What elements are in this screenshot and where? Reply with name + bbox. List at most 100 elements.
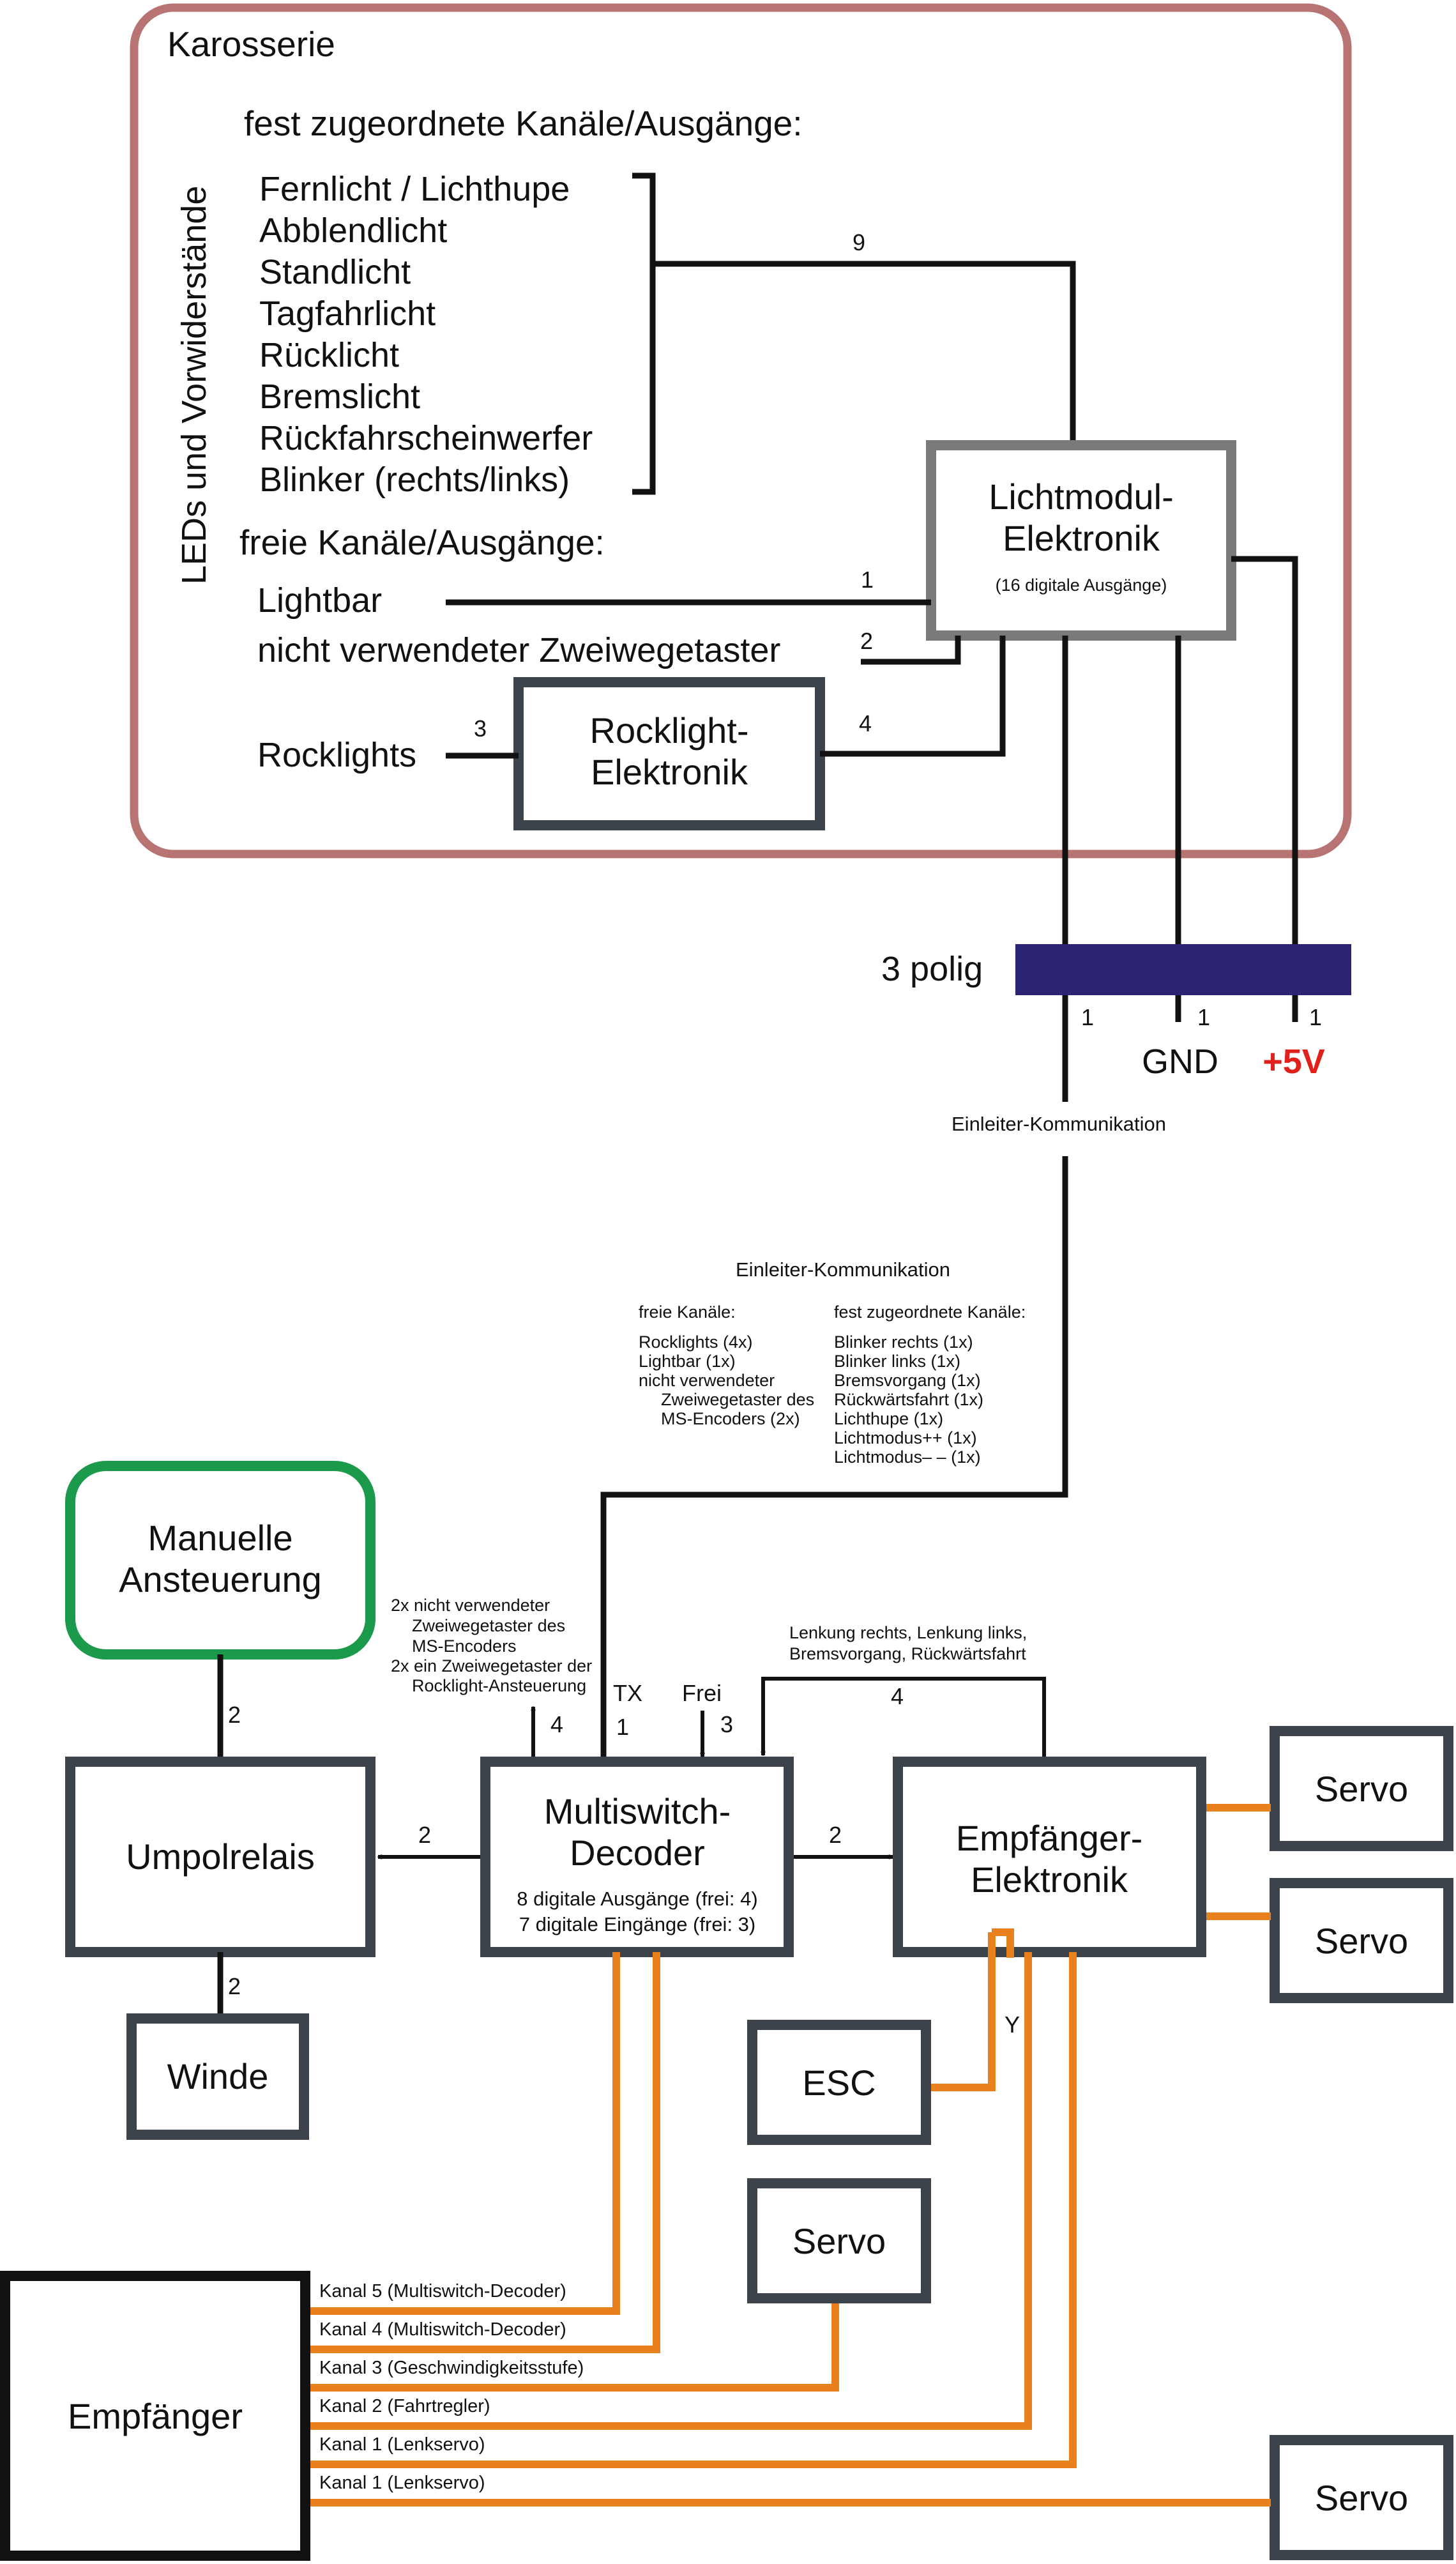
taster-count: 2 [860, 628, 873, 654]
einleiter-fixed-line: Blinker links (1x) [834, 1352, 960, 1371]
decoder-box [480, 1757, 794, 1957]
kanal2-wire [310, 1952, 1032, 2430]
decoder-out-note: MS-Encoders [412, 1637, 517, 1656]
plus5v-label: +5V [1263, 1042, 1325, 1081]
decoder-out-note: Zweiwegetaster des [412, 1616, 565, 1635]
kanal3-wire [310, 2303, 839, 2392]
decoder-out-note: 2x nicht verwendeter [391, 1596, 550, 1615]
einleiter-free-heading: freie Kanäle: [639, 1302, 736, 1322]
empf-elek-title-2: Elektronik [971, 1859, 1128, 1900]
servo-box-4 [1270, 2435, 1453, 2560]
rocklight-to-lichtmodul-count: 4 [859, 710, 872, 736]
fixed-item: Fernlicht / Lichthupe [259, 170, 570, 208]
fixed-item: Tagfahrlicht [259, 294, 436, 333]
empfaenger-label: Empfänger [68, 2396, 243, 2436]
lichtmodul-title-1: Lichtmodul- [989, 477, 1173, 517]
decoder-sub-1: 8 digitale Ausgänge (frei: 4) [517, 1888, 757, 1910]
fixed-heading: fest zugeordnete Kanäle/Ausgänge: [244, 103, 803, 143]
einleiter-free-line: Lightbar (1x) [639, 1352, 736, 1371]
frei-label: Frei [682, 1680, 722, 1706]
winde-box [126, 2013, 309, 2140]
feedback-note-2: Bremsvorgang, Rückwärtsfahrt [789, 1644, 1026, 1663]
einleiter-fixed-line: Lichthupe (1x) [834, 1409, 943, 1428]
decoder-out-note: Rocklight-Ansteuerung [412, 1676, 586, 1695]
tx-count: 1 [616, 1714, 629, 1740]
einleiter-fixed-heading: fest zugeordnete Kanäle: [834, 1302, 1026, 1322]
decoder-out-count: 4 [550, 1711, 563, 1737]
einleiter-fixed-line: Bremsvorgang (1x) [834, 1371, 981, 1390]
three-pin-connector [1015, 944, 1351, 995]
rocklight-to-lichtmodul-wire [820, 636, 1006, 757]
pin1-count: 1 [1081, 1004, 1094, 1030]
karosserie-frame [130, 3, 1352, 858]
servo-label: Servo [1315, 2478, 1408, 2518]
einleiter-info-title: Einleiter-Kommunikation [736, 1258, 950, 1281]
einleiter-free-line: MS-Encoders (2x) [661, 1409, 800, 1428]
umpolrelais-label: Umpolrelais [126, 1836, 315, 1877]
esc-wire [931, 1932, 996, 2091]
empfaenger-elektronik-box [893, 1757, 1206, 1957]
rocklight-title-1: Rocklight- [590, 710, 749, 751]
free-heading: freie Kanäle/Ausgänge: [239, 523, 605, 562]
taster-wire [861, 636, 961, 665]
decoder-umpol-count: 2 [418, 1822, 431, 1848]
fixed-item: Rücklicht [259, 336, 399, 374]
servo-box-2 [1270, 1878, 1453, 2003]
lichtmodul-box [926, 440, 1236, 641]
einleiter-free-line: Rocklights (4x) [639, 1332, 753, 1352]
kanal5-wire [310, 1952, 620, 2315]
einleiter-free-line: Zweiwegetaster des [661, 1390, 814, 1409]
einleiter-label-top: Einleiter-Kommunikation [952, 1113, 1166, 1135]
taster-label: nicht verwendeter Zweiwegetaster [257, 631, 780, 669]
einleiter-wire [600, 1156, 1068, 1762]
channel-label: Kanal 1 (Lenkservo) [319, 2434, 485, 2455]
lightbar-label: Lightbar [257, 581, 382, 620]
lichtmodul-title-2: Elektronik [1003, 518, 1160, 558]
fixed-item: Bremslicht [259, 378, 420, 416]
rocklight-title-2: Elektronik [591, 752, 748, 792]
gnd-label: GND [1142, 1042, 1218, 1081]
rocklights-label: Rocklights [257, 736, 416, 774]
channel-label: Kanal 2 (Fahrtregler) [319, 2396, 490, 2416]
servo-box-1 [1270, 1726, 1453, 1851]
manual-title-2: Ansteuerung [119, 1559, 322, 1599]
servo-label: Servo [792, 2221, 886, 2261]
decoder-out-note: 2x ein Zweiwegetaster der [391, 1656, 592, 1675]
feedback-count: 4 [891, 1683, 904, 1709]
fixed-item: Standlicht [259, 253, 411, 291]
fixed-items: Fernlicht / Lichthupe Abblendlicht Stand… [259, 170, 593, 499]
fixed-count: 9 [853, 229, 865, 256]
servo-label: Servo [1315, 1769, 1408, 1809]
decoder-title-1: Multiswitch- [544, 1791, 731, 1831]
lichtmodul-sub: (16 digitale Ausgänge) [996, 576, 1167, 595]
connector-label: 3 polig [881, 950, 983, 988]
kanal1-wire [310, 1952, 1077, 2468]
kanal4-wire [310, 1952, 660, 2353]
channel-label: Kanal 1 (Lenkservo) [319, 2473, 485, 2493]
fixed-item: Rückfahrscheinwerfer [259, 419, 593, 457]
manual-count: 2 [228, 1702, 241, 1728]
y-label: Y [1005, 2011, 1020, 2038]
lichtmodul-5v-wire [1231, 556, 1298, 1022]
einleiter-fixed-line: Rückwärtsfahrt (1x) [834, 1390, 983, 1409]
channel-label: Kanal 3 (Geschwindigkeitsstufe) [319, 2358, 584, 2378]
manual-title-1: Manuelle [148, 1518, 292, 1558]
decoder-empf-count: 2 [829, 1822, 842, 1848]
pin2-count: 1 [1197, 1004, 1210, 1030]
feedback-note-1: Lenkung rechts, Lenkung links, [789, 1623, 1027, 1642]
servo-label: Servo [1315, 1921, 1408, 1961]
einleiter-fixed-line: Blinker rechts (1x) [834, 1332, 973, 1352]
fixed-item: Blinker (rechts/links) [259, 461, 570, 499]
rocklights-count: 3 [474, 715, 487, 742]
winde-label: Winde [167, 2056, 269, 2096]
lightbar-count: 1 [861, 567, 874, 593]
fixed-item: Abblendlicht [259, 211, 447, 250]
tx-label: TX [613, 1680, 642, 1706]
channel-label: Kanal 4 (Multiswitch-Decoder) [319, 2319, 566, 2340]
pin3-count: 1 [1309, 1004, 1322, 1030]
umpol-winde-count: 2 [228, 1973, 241, 1999]
feedback-arrow [763, 1677, 1046, 1762]
empf-elek-title-1: Empfänger- [956, 1818, 1143, 1858]
decoder-title-2: Decoder [570, 1833, 705, 1873]
